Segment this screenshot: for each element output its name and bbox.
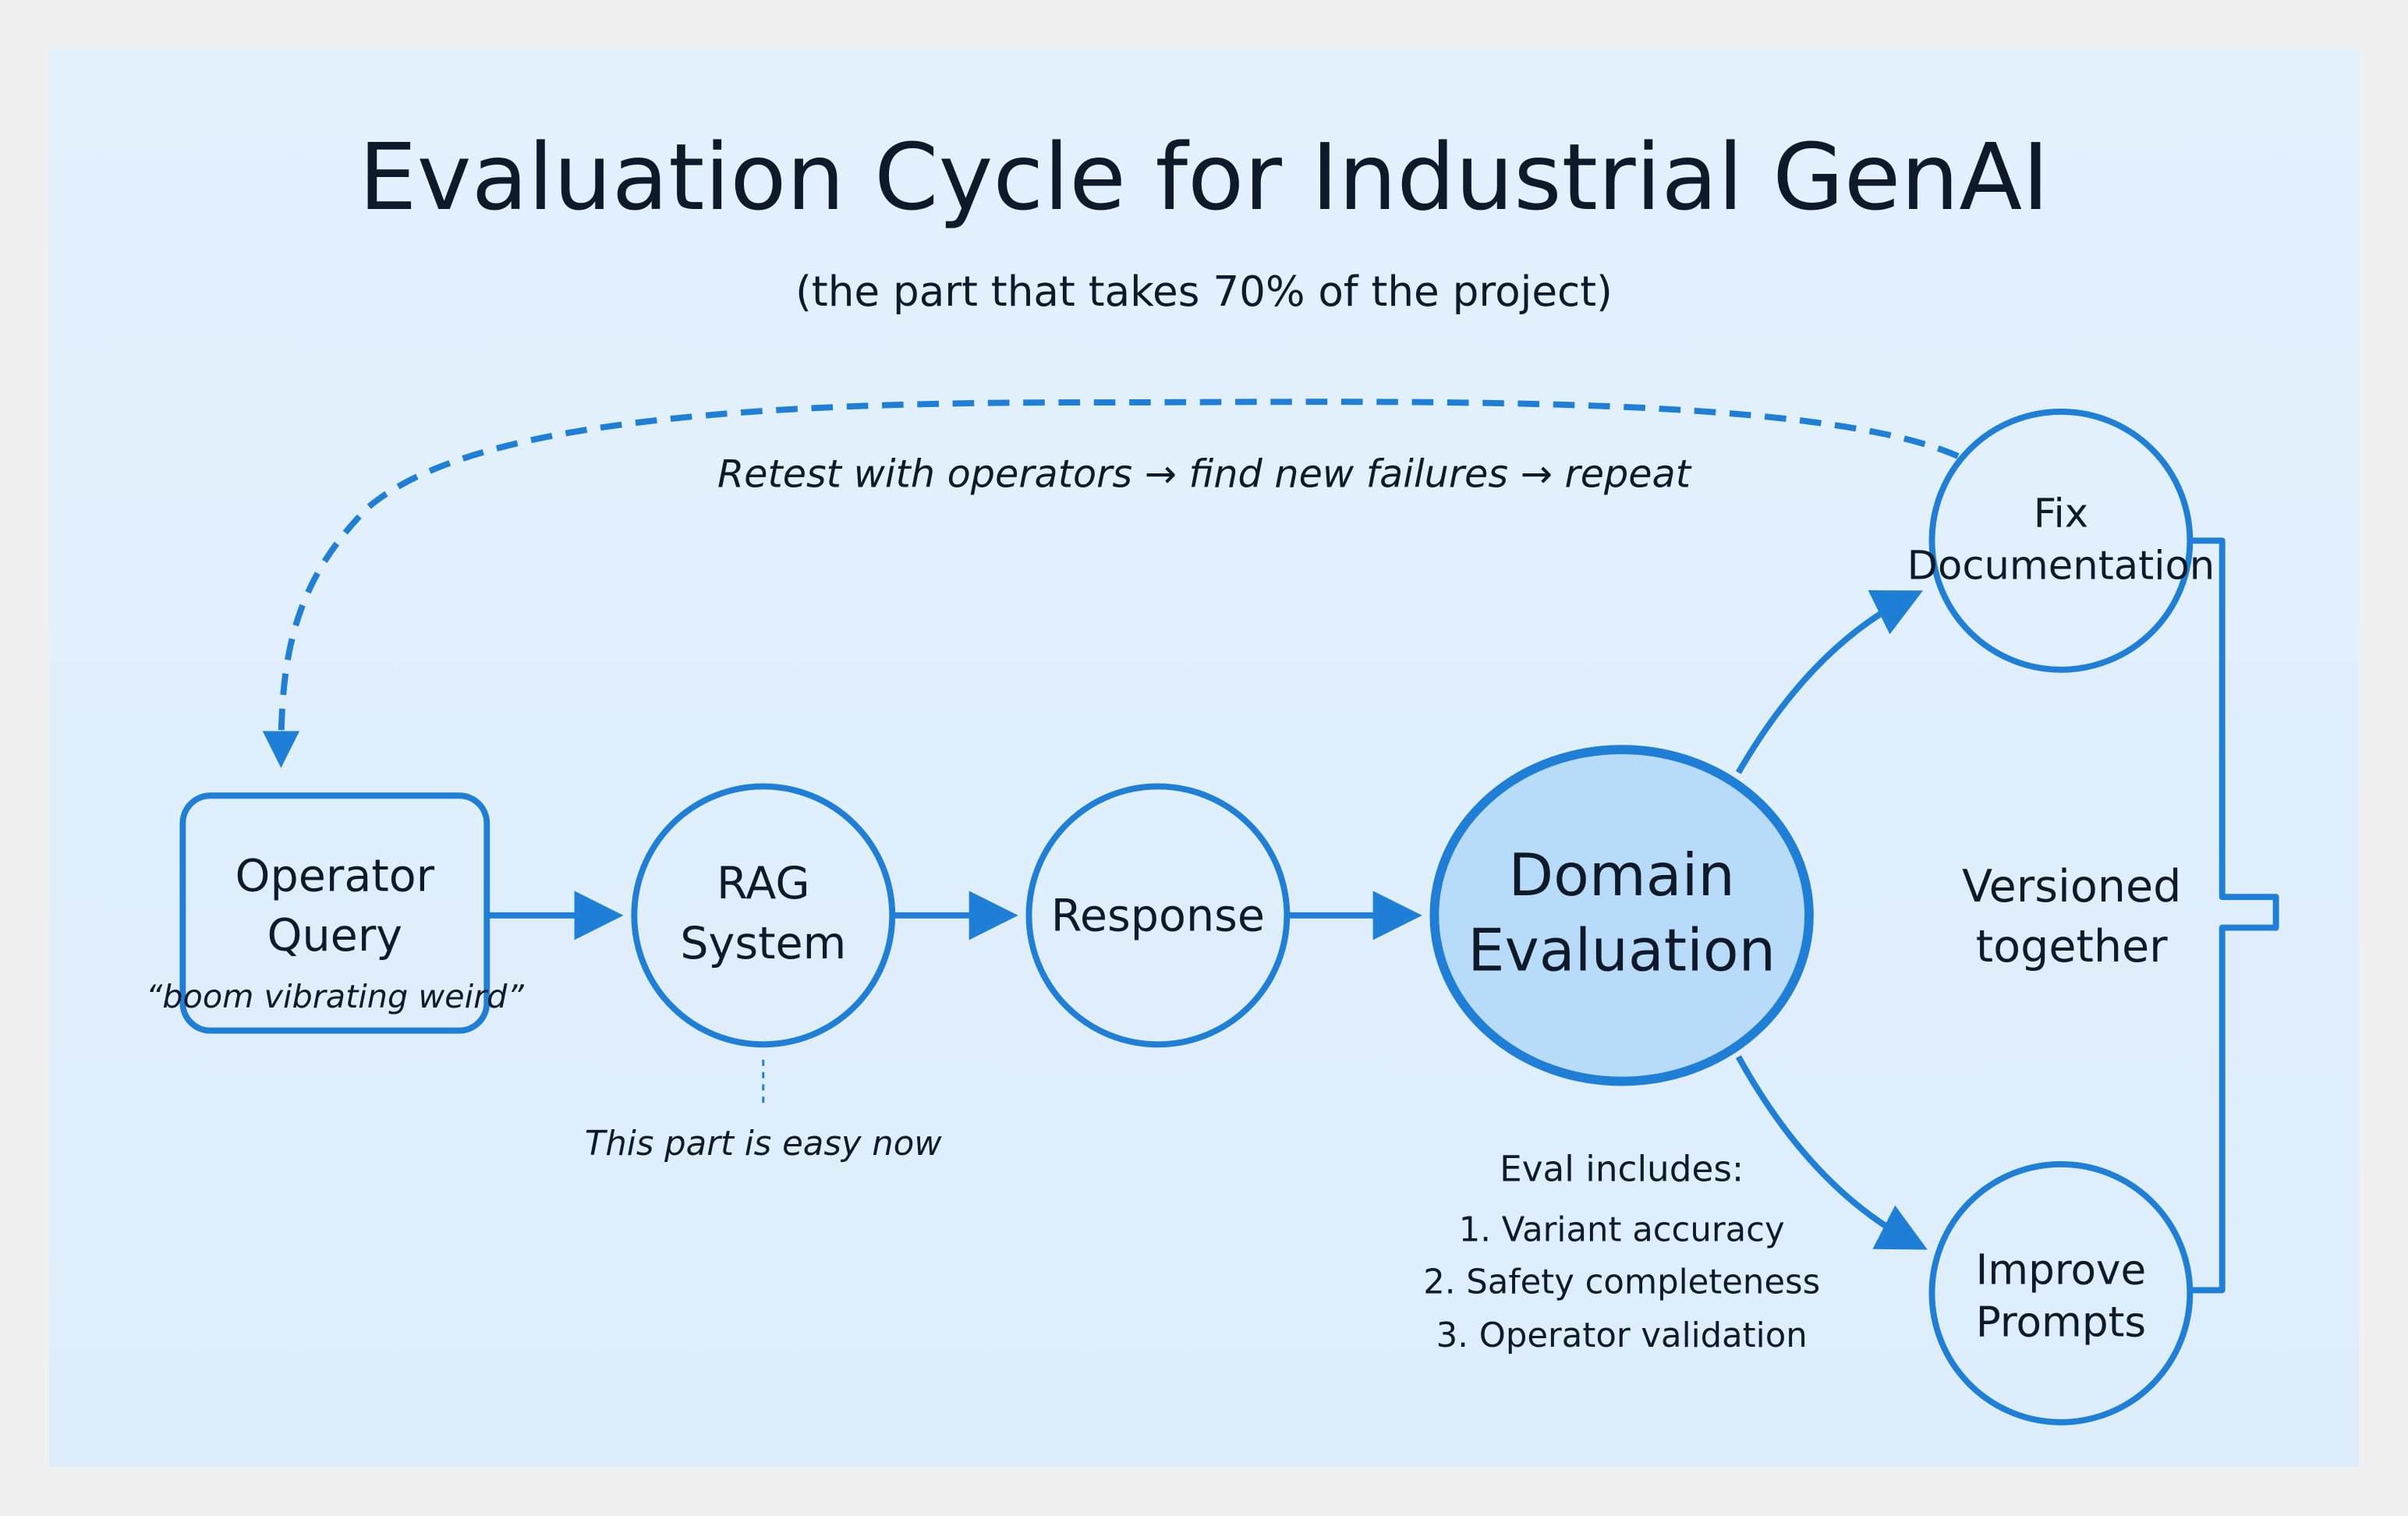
rag-system-label: RAG [717, 858, 810, 909]
domain-evaluation-node [1429, 745, 1814, 1086]
fix-documentation-label-2: Documentation [1907, 543, 2215, 590]
arrow-eval-to-improve-prompts [1735, 1055, 1928, 1250]
feedback-loop-dashed-arrow [262, 398, 1960, 768]
operator-query-label: Operator [235, 850, 435, 901]
response-label: Response [1051, 891, 1265, 942]
rag-system-label-2: System [680, 918, 846, 969]
eval-includes-heading: Eval includes: [1500, 1149, 1744, 1190]
domain-evaluation-label: Domain [1508, 841, 1734, 909]
diagram-subtitle: (the part that takes 70% of the project) [795, 267, 1613, 316]
operator-query-label-2: Query [267, 910, 403, 962]
domain-evaluation-label-2: Evaluation [1468, 917, 1776, 985]
versioned-together-label: Versioned [1962, 861, 2181, 912]
improve-prompts-label: Improve [1976, 1246, 2147, 1295]
fix-documentation-label: Fix [2034, 491, 2088, 537]
operator-query-example: “boom vibrating weird” [146, 978, 524, 1015]
arrow-eval-to-fix-docs [1735, 590, 1924, 774]
diagram-title: Evaluation Cycle for Industrial GenAI [359, 123, 2049, 231]
diagram-panel [49, 49, 2359, 1467]
feedback-loop-label: Retest with operators → find new failure… [717, 451, 1692, 496]
rag-note: This part is easy now [585, 1125, 942, 1164]
versioned-together-label-2: together [1976, 921, 2168, 972]
eval-includes-item: 2. Safety completeness [1423, 1263, 1820, 1302]
eval-includes-item: 1. Variant accuracy [1459, 1210, 1785, 1249]
improve-prompts-label-2: Prompts [1976, 1298, 2146, 1346]
versioned-together-bracket [2190, 537, 2279, 1294]
eval-includes-item: 3. Operator validation [1436, 1316, 1808, 1355]
